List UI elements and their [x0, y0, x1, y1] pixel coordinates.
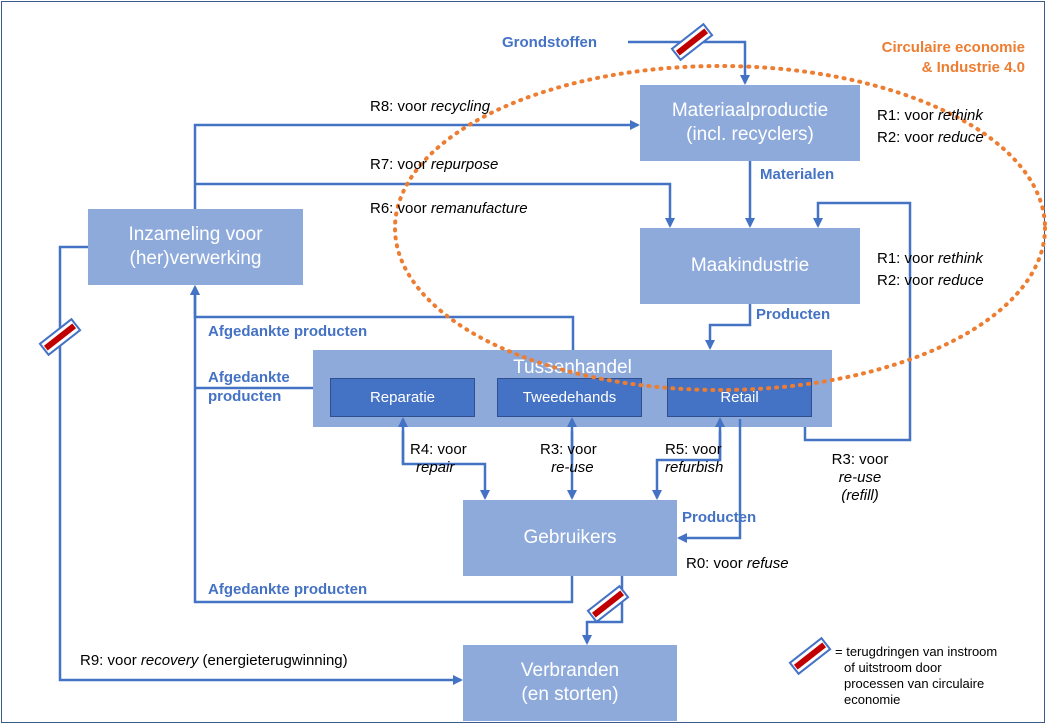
box-label-line: Materiaalproductie [671, 100, 829, 121]
label-r2-top: R2: voor reduce [877, 129, 984, 146]
box-inzameling: Inzameling voor (her)verwerking [88, 209, 303, 285]
label-r5: R5: voor refurbish [665, 441, 723, 477]
arrow-producten-retail [677, 419, 742, 543]
box-label: Tweedehands [522, 389, 617, 406]
box-materiaalproductie: Materiaalproductie (incl. recyclers) [640, 85, 860, 161]
legend-line: of uitstroom door [844, 660, 942, 675]
label-r2-mid: R2: voor reduce [877, 272, 984, 289]
box-label: Maakindustrie [690, 255, 810, 276]
barrier-icon [670, 22, 714, 62]
arrow-grondstoffen [628, 40, 750, 85]
label-r1-mid: R1: voor rethink [877, 250, 983, 267]
label-r3: R3: voor re-use [540, 441, 597, 477]
box-label-line: Inzameling voor [128, 224, 263, 245]
label-line: re-use [838, 469, 882, 486]
label-line: repair [416, 459, 455, 476]
label-line: R4: voor [410, 441, 467, 458]
box-retail: Retail [667, 378, 812, 417]
arrow-producten [705, 304, 752, 350]
box-label: Gebruikers [523, 527, 617, 548]
label-grondstoffen: Grondstoffen [502, 34, 597, 51]
label-r9: R9: voor recovery (energieterugwinning) [80, 652, 348, 669]
label-line: (refill) [841, 487, 879, 504]
box-reparatie: Reparatie [330, 378, 475, 417]
label-line: Afgedankte [208, 369, 290, 386]
arrow-r7-r6 [195, 182, 675, 228]
arrow-r8 [193, 120, 640, 209]
box-label-line: (en storten) [521, 684, 619, 705]
label-line: producten [208, 388, 282, 405]
legend-line: = terugdringen van instroom [835, 644, 998, 659]
ellipse-title: Circulaire economie & Industrie 4.0 [820, 38, 1025, 78]
legend-text: = terugdringen van instroom of uitstroom… [835, 644, 997, 708]
barrier-icon [788, 636, 832, 676]
label-r0: R0: voor refuse [686, 555, 789, 572]
arrow-afgedankte-3 [190, 285, 574, 604]
box-verbranden: Verbranden (en storten) [463, 645, 677, 721]
label-line: refurbish [665, 459, 724, 476]
ellipse-title-line: Circulaire economie [881, 39, 1025, 56]
box-label: Tussenhandel [513, 357, 632, 378]
label-line: R3: voor [540, 441, 597, 458]
box-label-line: (incl. recyclers) [686, 124, 814, 145]
arrow-r3-refill [803, 201, 912, 442]
label-producten-retail: Producten [682, 509, 757, 526]
label-r6: R6: voor remanufacture [370, 200, 528, 217]
legend-line: processen van circulaire [844, 676, 985, 691]
label-line: R3: voor [831, 451, 889, 468]
box-label: Retail [720, 389, 759, 406]
label-line: R5: voor [665, 441, 722, 458]
label-r8: R8: voor recycling [370, 98, 491, 115]
legend-line: economie [844, 692, 901, 707]
box-maakindustrie: Maakindustrie [640, 228, 860, 304]
box-gebruikers: Gebruikers [463, 500, 677, 576]
ellipse-title-line: & Industrie 4.0 [921, 59, 1025, 76]
label-r4: R4: voor repair [410, 441, 467, 477]
label-materialen: Materialen [760, 166, 835, 183]
box-label-line: (her)verwerking [129, 248, 262, 269]
label-afgedankte-1: Afgedankte producten [208, 323, 368, 340]
box-label-line: Verbranden [520, 660, 620, 681]
label-afgedankte-3: Afgedankte producten [208, 581, 368, 598]
label-r1-top: R1: voor rethink [877, 107, 983, 124]
label-producten: Producten [756, 306, 831, 323]
barrier-icon [38, 317, 82, 357]
box-tweedehands: Tweedehands [497, 378, 642, 417]
label-r3-refill: R3: voor re-use (refill) [820, 451, 900, 505]
label-afgedankte-2: Afgedankte producten [208, 368, 290, 406]
arrow-r9 [58, 245, 463, 685]
circular-economy-ellipse [393, 64, 1047, 392]
label-line: re-use [551, 459, 594, 476]
label-r7: R7: voor repurpose [370, 156, 499, 173]
box-label: Reparatie [369, 389, 436, 406]
barrier-icon [586, 584, 630, 624]
